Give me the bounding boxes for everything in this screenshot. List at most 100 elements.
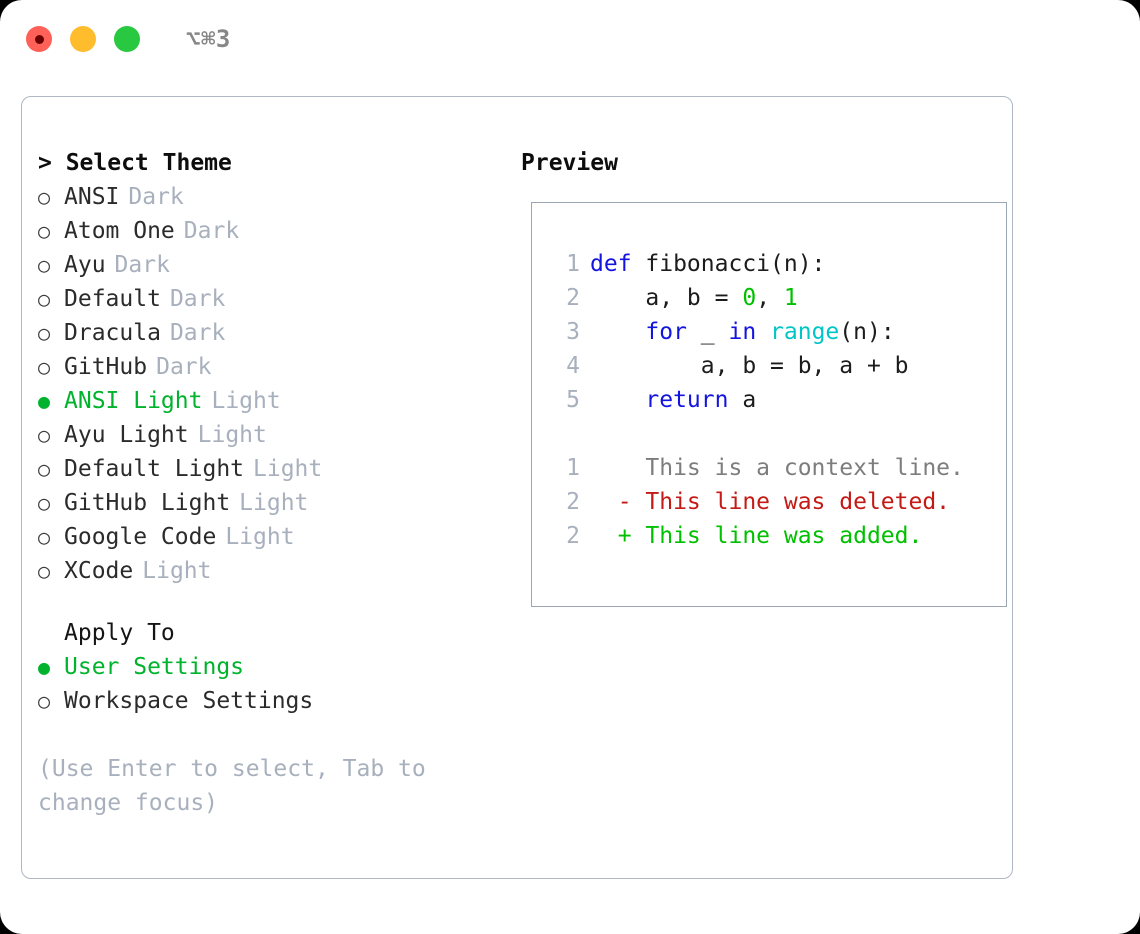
apply-to-heading: Apply To xyxy=(64,620,175,646)
theme-option[interactable]: ● ANSI Light Light xyxy=(38,384,500,418)
diff-sample: 1 This is a context line.2 - This line w… xyxy=(552,451,1006,553)
code-token: for xyxy=(645,319,687,345)
code-line-number: 2 xyxy=(566,285,580,311)
theme-option-label: Dracula xyxy=(64,320,161,346)
theme-option-variant: Dark xyxy=(114,252,170,278)
minimize-button[interactable] xyxy=(70,26,96,52)
theme-option-variant: Light xyxy=(197,422,267,448)
radio-selected-icon: ● xyxy=(38,389,51,413)
keyboard-hint-text: (Use Enter to select, Tab to change focu… xyxy=(38,756,440,816)
code-line-number: 4 xyxy=(566,353,580,379)
code-line: 5 return a xyxy=(552,383,1006,417)
code-token: fibonacci(n): xyxy=(645,251,826,277)
theme-option[interactable]: ○ Dracula Dark xyxy=(38,316,500,350)
select-theme-heading: > Select Theme xyxy=(38,150,232,176)
code-token: in xyxy=(728,319,757,345)
theme-option-label: GitHub xyxy=(64,354,148,380)
maximize-button[interactable] xyxy=(114,26,140,52)
diff-line-number: 1 xyxy=(566,455,580,481)
keyboard-shortcut-label: ⌥⌘3 xyxy=(186,25,231,53)
theme-option-label: Ayu xyxy=(64,252,106,278)
code-token xyxy=(590,387,645,413)
radio-unselected-icon: ○ xyxy=(38,321,51,345)
code-line: 3 for _ in range(n): xyxy=(552,315,1006,349)
radio-unselected-icon: ○ xyxy=(38,491,51,515)
code-token: _ xyxy=(686,319,729,345)
radio-selected-icon: ● xyxy=(38,655,51,679)
diff-marker: - xyxy=(590,489,646,515)
code-line: 2 a, b = 0, 1 xyxy=(552,281,1006,315)
code-token: def xyxy=(590,251,646,277)
diff-line-text: This line was added. xyxy=(645,523,923,549)
theme-option[interactable]: ○ Ayu Dark xyxy=(38,248,500,282)
diff-line-number: 2 xyxy=(566,489,580,515)
diff-line-number: 2 xyxy=(566,523,580,549)
theme-option[interactable]: ○ Default Light Light xyxy=(38,452,500,486)
code-token: (n): xyxy=(839,319,895,345)
window-controls xyxy=(26,26,140,52)
apply-to-option[interactable]: ○ Workspace Settings xyxy=(38,684,500,718)
diff-marker: + xyxy=(590,523,646,549)
code-token xyxy=(590,319,645,345)
code-token: range xyxy=(770,319,840,345)
apply-to-option-label: Workspace Settings xyxy=(64,688,314,714)
radio-unselected-icon: ○ xyxy=(38,423,51,447)
close-button[interactable] xyxy=(26,26,52,52)
diff-marker xyxy=(590,451,645,485)
theme-option-label: GitHub Light xyxy=(64,490,231,516)
code-line: 1 def fibonacci(n): xyxy=(552,247,1006,281)
code-line-content: for _ in range(n): xyxy=(590,315,895,349)
radio-unselected-icon: ○ xyxy=(38,525,51,549)
radio-unselected-icon: ○ xyxy=(38,253,51,277)
theme-option[interactable]: ○ Google Code Light xyxy=(38,520,500,554)
title-bar: ⌥⌘3 xyxy=(0,0,1140,78)
code-token: 1 xyxy=(783,285,798,311)
diff-line-text: This line was deleted. xyxy=(645,489,951,515)
diff-line: 2 - This line was deleted. xyxy=(552,485,1006,519)
apply-to-option[interactable]: ● User Settings xyxy=(38,650,500,684)
code-line-content: a, b = b, a + b xyxy=(590,349,909,383)
code-token: return xyxy=(645,387,729,413)
radio-unselected-icon: ○ xyxy=(38,287,51,311)
theme-option-variant: Dark xyxy=(156,354,212,380)
theme-option-variant: Light xyxy=(225,524,295,550)
theme-option[interactable]: ○ Default Dark xyxy=(38,282,500,316)
theme-option-label: Default Light xyxy=(64,456,245,482)
diff-line: 1 This is a context line. xyxy=(552,451,1006,485)
theme-option-variant: Dark xyxy=(169,320,226,346)
radio-unselected-icon: ○ xyxy=(38,689,51,713)
theme-option-label: Default xyxy=(64,286,161,312)
theme-option-label: XCode xyxy=(64,558,134,584)
theme-option-variant: Dark xyxy=(169,286,226,312)
code-line-content: def fibonacci(n): xyxy=(590,247,825,281)
radio-unselected-icon: ○ xyxy=(38,219,51,243)
code-line-content: a, b = 0, 1 xyxy=(590,281,798,315)
code-diff-spacer xyxy=(552,417,1006,451)
code-token: 0 xyxy=(742,285,757,311)
code-line-number: 1 xyxy=(566,251,580,277)
code-token xyxy=(756,319,770,345)
radio-unselected-icon: ○ xyxy=(38,457,51,481)
theme-option-label: ANSI Light xyxy=(64,388,203,414)
theme-option-label: Google Code xyxy=(64,524,217,550)
theme-option-variant: Light xyxy=(211,388,281,414)
code-line: 4 a, b = b, a + b xyxy=(552,349,1006,383)
code-token: a xyxy=(728,387,757,413)
apply-to-option-label: User Settings xyxy=(64,654,245,680)
apply-to-list[interactable]: ● User Settings ○ Workspace Settings xyxy=(38,650,500,718)
theme-option-label: Atom One xyxy=(64,218,175,244)
theme-option-variant: Light xyxy=(253,456,323,482)
diff-line-text: This is a context line. xyxy=(645,455,964,481)
